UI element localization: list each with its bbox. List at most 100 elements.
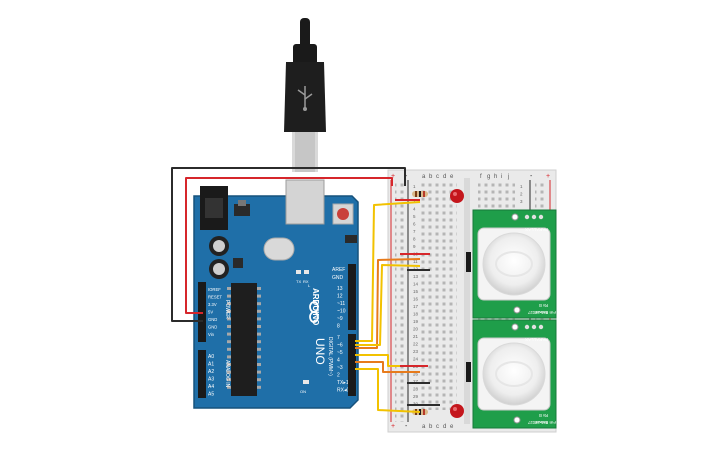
power-pin-label: GND — [208, 317, 217, 322]
led-top — [450, 189, 464, 203]
tx-label: TX — [296, 279, 301, 284]
digital-header-top — [348, 264, 356, 330]
column-label: d — [443, 424, 446, 430]
power-pin-label: RESET — [208, 295, 222, 300]
power-pin-label: 3.3V — [208, 302, 217, 307]
row-label: 1 — [520, 184, 523, 189]
l-label: L — [308, 283, 311, 288]
analog-pin-label: A3 — [208, 377, 214, 383]
digital-pin-label: ~11 — [337, 301, 345, 307]
digital-header-bottom — [348, 334, 356, 396]
row-label: 23 — [413, 349, 419, 354]
column-label: j — [507, 174, 509, 180]
row-label: 29 — [413, 394, 419, 399]
pir-rev: Rv B — [539, 303, 548, 308]
digital-pin-label: 8 — [337, 324, 340, 330]
row-label: 5 — [413, 214, 416, 219]
power-pin-label: GND — [208, 325, 217, 330]
analog-header — [198, 350, 206, 398]
column-label: f — [480, 174, 482, 180]
row-label: 2 — [520, 192, 523, 197]
analog-pin-label: A4 — [208, 384, 214, 390]
digital-pin-label: ~10 — [337, 309, 346, 315]
rail-plus-label-bottom: + — [391, 423, 395, 430]
row-label: 13 — [413, 274, 419, 279]
wire-orange-pir-bottom — [355, 361, 420, 373]
digital-label: DIGITAL (PWM~) — [327, 337, 333, 376]
row-label: 21 — [413, 334, 419, 339]
pir-part-number: 555-28027 — [527, 310, 548, 315]
column-label: e — [450, 424, 454, 430]
usb-icon — [297, 86, 313, 111]
rx-label: RX — [303, 279, 309, 284]
rail-minus-label: - — [405, 173, 408, 180]
row-label: 15 — [413, 289, 419, 294]
rail-plus-label: + — [391, 173, 395, 180]
rail-plus-label-right: + — [546, 173, 550, 180]
row-label: 22 — [413, 342, 419, 347]
pir-title: PIR Sensor — [535, 420, 556, 425]
arduino-model: UNO — [313, 338, 327, 365]
digital-pin-label: ~3 — [337, 365, 343, 371]
column-label: c — [436, 424, 439, 430]
digital-pin-label: 12 — [337, 294, 343, 300]
rail-minus-label-right: - — [530, 173, 533, 180]
digital-pin-label: 4 — [337, 358, 340, 364]
usb-cable — [284, 18, 326, 172]
atmega-chip — [231, 283, 257, 396]
analog-pin-label: A0 — [208, 354, 214, 360]
row-label: 27 — [413, 379, 419, 384]
digital-pin-label: TX▸1 — [337, 380, 349, 386]
wire-yellow-led-bottom — [355, 368, 421, 413]
digital-pin-label: 7 — [337, 335, 340, 341]
analog-label: ANALOG IN — [224, 360, 230, 388]
infinity-logo-icon — [309, 301, 319, 323]
column-label: i — [501, 174, 502, 180]
row-label: 20 — [413, 327, 419, 332]
row-label: 4 — [413, 207, 416, 212]
crystal — [263, 237, 295, 261]
row-label: 11 — [413, 259, 418, 264]
digital-pin-label: 2 — [337, 373, 340, 379]
wire-yellow-led-top — [355, 201, 421, 342]
usb-b-jack — [285, 179, 325, 225]
row-label: 14 — [413, 282, 419, 287]
row-label: 26 — [413, 372, 419, 377]
row-label: 9 — [413, 244, 416, 249]
digital-pin-label: ~5 — [337, 350, 343, 356]
analog-pin-label: A5 — [208, 392, 214, 398]
row-label: 24 — [413, 357, 419, 362]
analog-pin-label: A1 — [208, 362, 214, 368]
digital-pin-label: RX◂0 — [337, 388, 349, 394]
gnd-label: GND — [332, 275, 344, 281]
pir-part-number: 555-28027 — [527, 420, 548, 425]
wire-red-5v — [185, 177, 393, 314]
on-label: ON — [300, 389, 306, 394]
row-label: 28 — [413, 387, 419, 392]
power-label: POWER — [224, 300, 230, 319]
column-label: a — [422, 174, 426, 180]
resistor — [412, 191, 428, 197]
digital-pin-label: ~6 — [337, 343, 343, 349]
wire-orange-pir-top — [355, 258, 421, 349]
row-label: 18 — [413, 312, 419, 317]
column-label: g — [487, 174, 490, 180]
row-label: 6 — [413, 222, 416, 227]
digital-pin-label: 13 — [337, 286, 343, 292]
led-bottom — [450, 404, 464, 418]
pir-brand: PARALLAX — [525, 337, 548, 342]
wires — [171, 167, 440, 413]
power-pin-label: IOREF — [208, 287, 221, 292]
rail-minus-label-bottom: - — [405, 423, 408, 430]
analog-pin-label: A2 — [208, 369, 214, 375]
column-label: c — [436, 174, 439, 180]
row-label: 1 — [413, 184, 416, 189]
row-label: 16 — [413, 297, 419, 302]
digital-pin-label: ~9 — [337, 316, 343, 322]
pir-brand: PARALLAX — [525, 227, 548, 232]
row-label: 8 — [413, 237, 416, 242]
arduino-board: L TX RX ON ARDUINO UNO AREF GND 1312~11~… — [193, 179, 359, 409]
column-label: e — [450, 174, 454, 180]
